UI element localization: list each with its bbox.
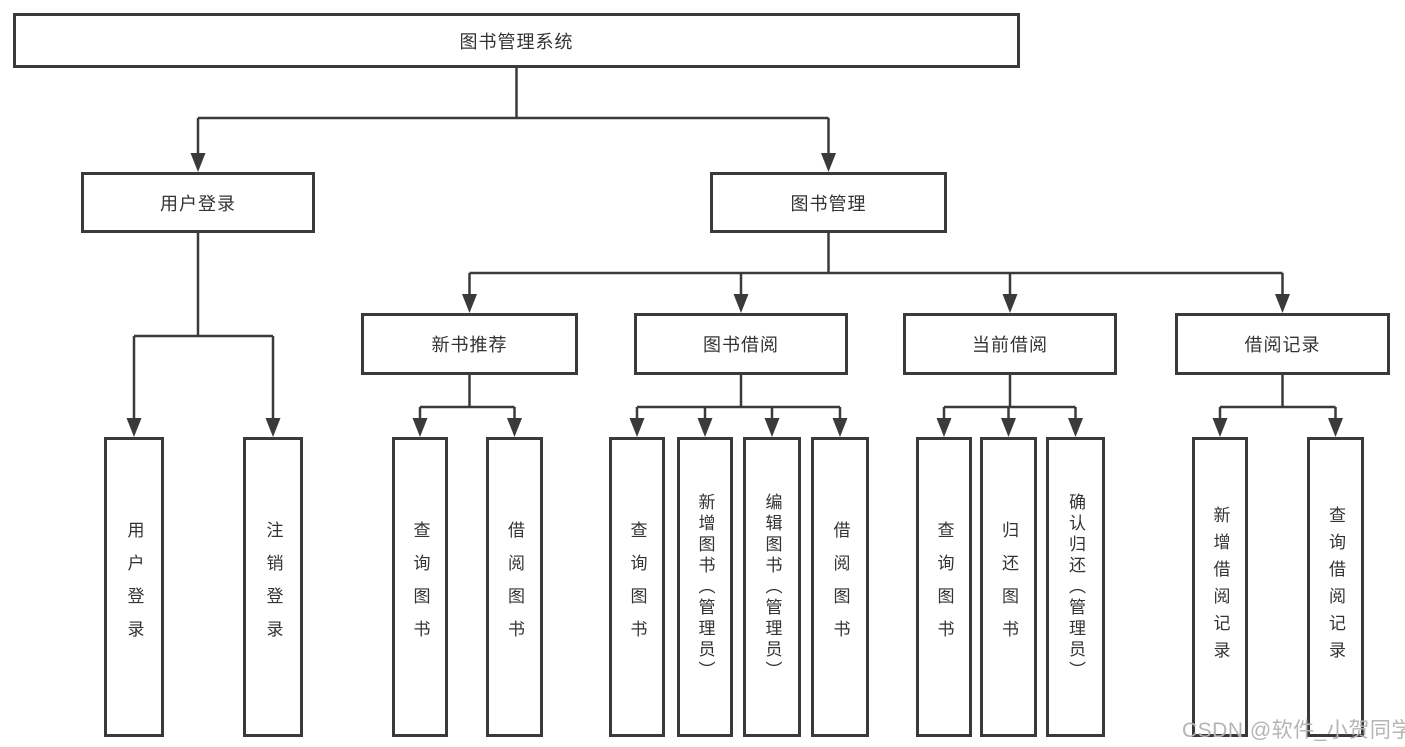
leaf-return-book-label: 归还图书 — [999, 521, 1018, 653]
node-new-book-recommend: 新书推荐 — [361, 313, 578, 375]
leaf-user-login: 用户登录 — [104, 437, 164, 737]
leaf-add-book-admin: 新增图书（管理员） — [677, 437, 733, 737]
leaf-query-borrow-record-label: 查询借阅记录 — [1326, 506, 1345, 668]
leaf-add-book-admin-label: 新增图书（管理员） — [695, 492, 715, 682]
leaf-query-books-2-label: 查询图书 — [627, 521, 647, 653]
leaf-user-login-label: 用户登录 — [124, 521, 144, 653]
leaf-confirm-return-admin-label: 确认归还（管理员） — [1066, 492, 1085, 682]
node-user-login-label: 用户登录 — [160, 193, 236, 214]
node-current-borrowing-label: 当前借阅 — [972, 335, 1048, 355]
node-current-borrowing: 当前借阅 — [903, 313, 1117, 375]
leaf-edit-book-admin: 编辑图书（管理员） — [743, 437, 801, 737]
leaf-add-borrow-record-label: 新增借阅记录 — [1210, 506, 1230, 668]
node-library-system: 图书管理系统 — [13, 13, 1020, 68]
node-book-borrowing-label: 图书借阅 — [703, 335, 779, 355]
node-borrowing-records: 借阅记录 — [1175, 313, 1390, 375]
leaf-confirm-return-admin: 确认归还（管理员） — [1046, 437, 1105, 737]
leaf-edit-book-admin-label: 编辑图书（管理员） — [762, 492, 782, 682]
leaf-query-books-1-label: 查询图书 — [410, 521, 430, 653]
node-borrowing-records-label: 借阅记录 — [1244, 335, 1321, 355]
node-user-login: 用户登录 — [81, 172, 315, 233]
node-book-management-label: 图书管理 — [790, 193, 867, 214]
node-book-borrowing: 图书借阅 — [634, 313, 848, 375]
leaf-borrow-books-1: 借阅图书 — [486, 437, 543, 737]
leaf-query-books-1: 查询图书 — [392, 437, 448, 737]
node-library-system-label: 图书管理系统 — [459, 31, 574, 52]
leaf-logout: 注销登录 — [243, 437, 303, 737]
node-new-book-recommend-label: 新书推荐 — [431, 335, 508, 355]
node-book-management: 图书管理 — [710, 172, 947, 233]
leaf-borrow-books-1-label: 借阅图书 — [505, 521, 524, 653]
leaf-return-book: 归还图书 — [980, 437, 1037, 737]
leaf-borrow-books-2-label: 借阅图书 — [830, 521, 850, 653]
csdn-watermark: CSDN @软件_小贺同学 — [1182, 719, 1405, 742]
leaf-query-books-2: 查询图书 — [609, 437, 665, 737]
leaf-add-borrow-record: 新增借阅记录 — [1192, 437, 1248, 737]
leaf-logout-label: 注销登录 — [263, 521, 283, 653]
leaf-borrow-books-2: 借阅图书 — [811, 437, 869, 737]
leaf-query-books-3: 查询图书 — [916, 437, 972, 737]
leaf-query-books-3-label: 查询图书 — [934, 521, 954, 653]
leaf-query-borrow-record: 查询借阅记录 — [1307, 437, 1364, 737]
